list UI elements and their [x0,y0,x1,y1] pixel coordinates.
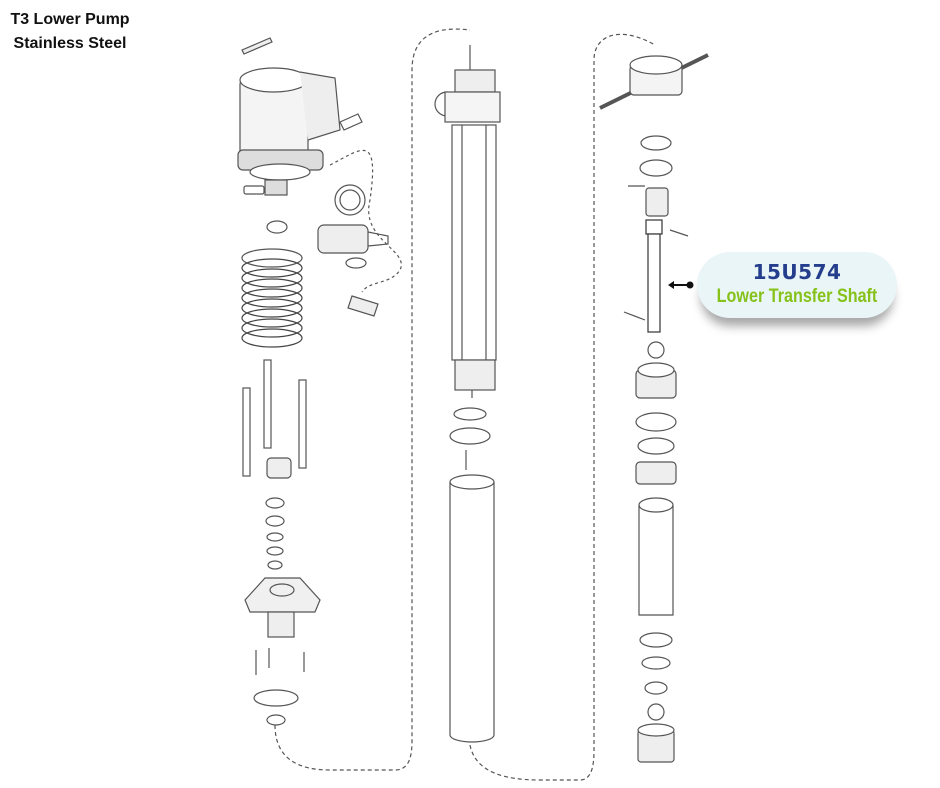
packing-nut [635,461,677,485]
retaining-clip [644,681,668,695]
check-housing [635,362,677,399]
sleeve [638,497,674,616]
o-ring [641,656,671,670]
lower-transfer-shaft [645,219,663,333]
o-ring [449,427,491,445]
part-number: 15U574 [752,260,842,284]
pin [623,311,646,321]
tie-rods [242,359,307,477]
ball [647,703,665,721]
o-ring [453,407,487,421]
o-ring [639,632,673,648]
connecting-parts [628,185,689,237]
clamp-assembly [599,53,709,110]
assembly-path-right [469,33,656,781]
seal [639,159,673,177]
diagram-title: T3 Lower Pump Stainless Steel [0,8,140,56]
nut [640,135,672,151]
outlet-housing [434,45,501,123]
title-line-1: T3 Lower Pump [10,11,130,28]
o-ring [266,220,288,234]
ball [647,341,665,359]
pump-cylinder [449,450,495,743]
screws [255,648,305,675]
foot-valve [637,723,675,763]
motor-assembly [237,67,341,196]
fitting-part [347,295,379,317]
title-line-2: Stainless Steel [13,35,127,52]
gauge-assembly [317,113,389,269]
seal [635,412,677,432]
pump-housing [244,577,321,638]
part-callout: 15U574 Lower Transfer Shaft [697,252,897,318]
spring [241,248,303,348]
pin-part [241,37,273,55]
o-ring [253,689,299,707]
pump-cage [451,124,497,398]
part-name: Lower Transfer Shaft [716,286,878,307]
small-seals [265,457,292,570]
seal [637,437,675,455]
assembly-path-gauge [329,149,402,293]
assembly-path-left [274,28,471,771]
o-ring [266,714,286,726]
callout-leader-arrow [668,281,694,289]
